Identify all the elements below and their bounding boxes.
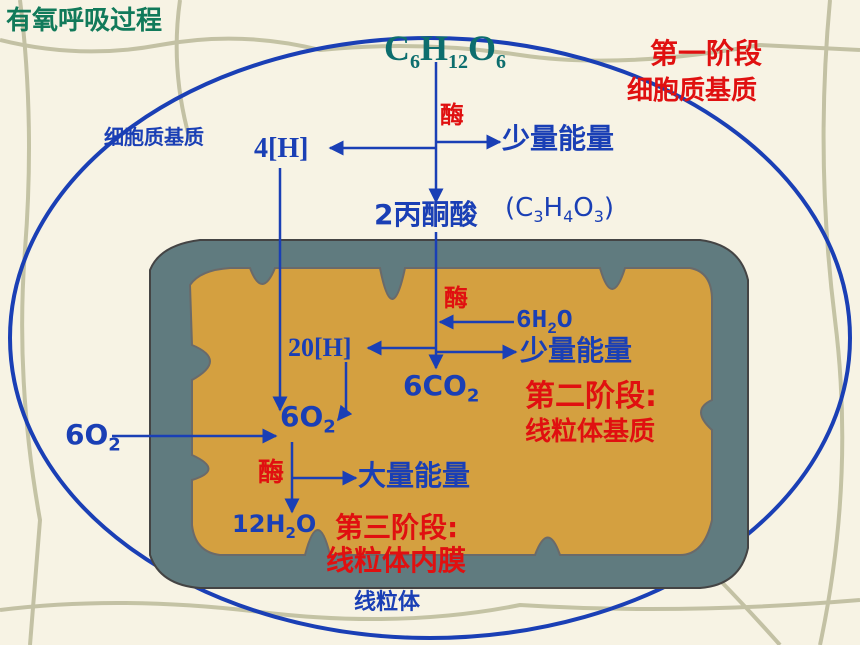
pyruvate-formula: (C3H4O3) [505, 193, 615, 227]
stage2-location: 线粒体基质 [525, 417, 656, 447]
pyruvate-label: 2丙酮酸 [374, 198, 478, 231]
stage1-location: 细胞质基质 [627, 76, 758, 106]
enzyme-label-2: 酶 [444, 284, 468, 312]
mitochondrion-matrix [188, 267, 713, 556]
20h-to-o2-arrow [337, 362, 353, 422]
cytoplasm-label: 细胞质基质 [104, 125, 204, 149]
o2-input-label: 6O2 [65, 418, 121, 456]
enzyme-label-1: 酶 [440, 101, 464, 129]
page-title: 有氧呼吸过程 [6, 6, 163, 36]
stage2-name: 第二阶段: [525, 379, 657, 414]
stage3-location: 线粒体内膜 [326, 544, 467, 577]
mitochondrion-label: 线粒体 [354, 590, 421, 615]
co2-label: 6CO2 [403, 369, 480, 407]
glucose-formula: C6H12O6 [384, 28, 507, 74]
o2-mid-label: 6O2 [280, 400, 336, 438]
h20-label: 20[H] [288, 333, 352, 362]
small-energy-2: 少量能量 [520, 334, 633, 367]
stage3-name: 第三阶段: [335, 511, 459, 544]
h4-label: 4[H] [254, 133, 309, 164]
enzyme-label-3: 酶 [258, 458, 285, 488]
water12-label: 12H2O [232, 510, 317, 542]
cell-outline [8, 36, 852, 640]
water6-label: 6H2O [516, 305, 573, 339]
large-energy-label: 大量能量 [358, 459, 471, 492]
small-energy-1: 少量能量 [502, 122, 615, 155]
stage1-name: 第一阶段 [650, 37, 763, 70]
